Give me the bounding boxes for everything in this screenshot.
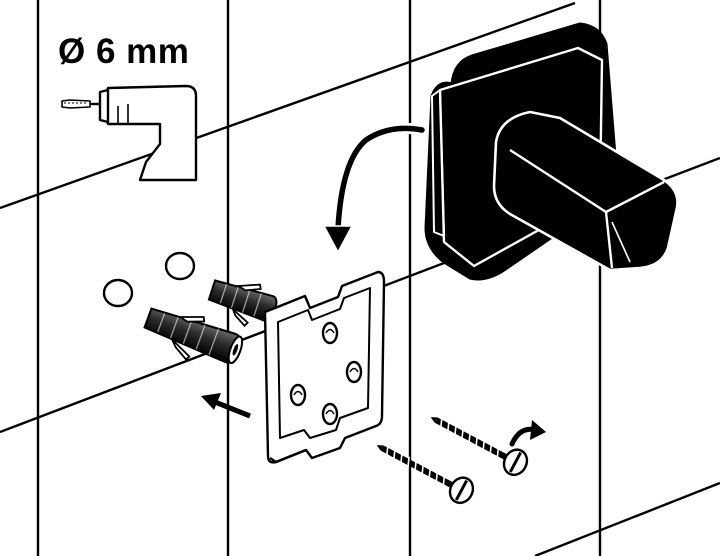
- mounting-plate-icon: [263, 270, 386, 464]
- wall-hook-icon: [424, 22, 679, 281]
- rotate-arrow-icon: [509, 420, 546, 447]
- curved-arrow-icon: [322, 122, 428, 254]
- drill-icon: [61, 84, 198, 182]
- wall-plug-icon: [143, 307, 244, 365]
- drill-diameter-text: Ø 6 mm: [58, 32, 190, 71]
- drill-hole-icon: [102, 278, 134, 308]
- insert-arrow-icon: [201, 393, 251, 419]
- wall-plug-icon: [207, 279, 278, 328]
- screw-icon: [430, 417, 529, 477]
- drill-holes: [102, 251, 196, 308]
- drill-hole-icon: [164, 251, 196, 281]
- screw-icon: [376, 445, 475, 505]
